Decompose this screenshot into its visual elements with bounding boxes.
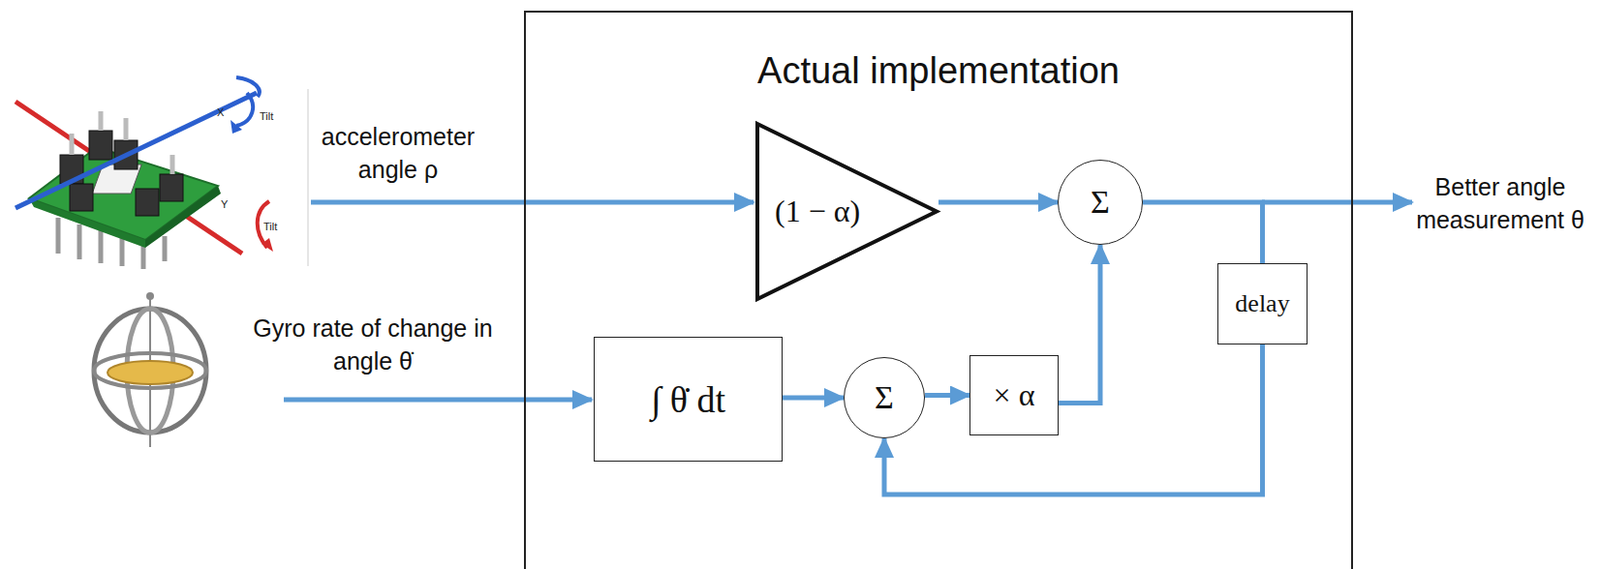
signal-connector	[924, 393, 970, 399]
block-label: (1 − α)	[774, 193, 861, 230]
output-label: Better angle measurement θ	[1404, 170, 1597, 237]
accelerometer-illustration	[15, 77, 308, 270]
signal-connector	[1142, 202, 1263, 264]
integrator-box: ∫ θ̇ dt	[593, 337, 783, 462]
block-label: Σ	[1090, 184, 1110, 221]
axis-label: Tilt	[263, 220, 289, 233]
sum-circle: Σ	[1057, 159, 1143, 246]
signal-connector	[938, 200, 1058, 206]
axis-label: Y	[220, 198, 235, 211]
implementation-panel: Actual implementation (1 − α) Σdelay ∫ θ̇ d…	[523, 10, 1354, 569]
signal-arrow	[310, 200, 754, 206]
block-label: delay	[1234, 289, 1290, 319]
gain-triangle: (1 − α)	[755, 122, 939, 302]
delay-box: delay	[1217, 263, 1308, 345]
signal-arrow	[283, 398, 592, 403]
sum-circle: Σ	[843, 357, 925, 439]
block-label: × α	[993, 377, 1036, 414]
panel-title: Actual implementation	[525, 47, 1352, 94]
signal-connector	[1058, 245, 1101, 404]
block-label: ∫ θ̇ dt	[650, 378, 726, 422]
signal-connector	[884, 344, 1263, 495]
signal-label: Gyro rate of change in angle θ̇	[246, 311, 499, 378]
gyroscope-illustration	[93, 292, 207, 448]
axis-label: X	[216, 106, 231, 119]
triangle-shape	[757, 123, 937, 300]
signal-connector	[782, 396, 844, 401]
signal-label: accelerometer angle ρ	[291, 120, 505, 186]
output-arrow	[1261, 200, 1413, 206]
block-label: Σ	[874, 379, 894, 417]
axis-label: Tilt	[259, 110, 285, 123]
gain-box: × α	[969, 355, 1059, 436]
